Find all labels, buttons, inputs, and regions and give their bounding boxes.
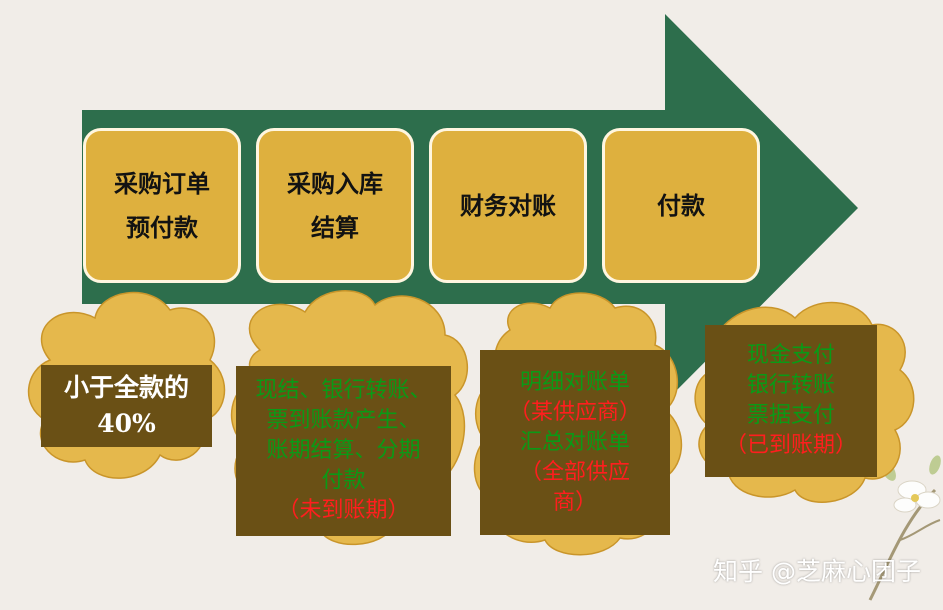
note-box-settlement: 现结、银行转账、 票到账款产生、 账期结算、分期 付款 （未到账期） bbox=[236, 366, 451, 536]
note-box-statements: 明细对账单 （某供应商） 汇总对账单 （全部供应 商） bbox=[480, 350, 670, 535]
watermark-text: 知乎 @芝麻心团子 bbox=[713, 557, 921, 586]
note-line: 小于全款的 bbox=[63, 373, 189, 402]
note-line: 汇总对账单 bbox=[519, 429, 630, 455]
note-line-highlight: （未到账期） bbox=[277, 498, 410, 523]
step-box-payment: 付款 bbox=[602, 128, 760, 283]
note-line-highlight: （全部供应 bbox=[519, 459, 630, 485]
note-line: 明细对账单 bbox=[519, 369, 630, 395]
note-line: 付款 bbox=[321, 468, 366, 493]
note-line-highlight: （已到账期） bbox=[724, 433, 857, 458]
note-box-prepayment: 小于全款的 40% bbox=[41, 365, 212, 447]
note-line: 账期结算、分期 bbox=[266, 438, 421, 463]
note-line-highlight: 商） bbox=[552, 489, 597, 515]
step-box-purchase-order: 采购订单 预付款 bbox=[83, 128, 241, 283]
note-line: 现结、银行转账、 bbox=[255, 378, 432, 403]
note-line: 票到账款产生、 bbox=[266, 408, 421, 433]
note-line: 40% bbox=[97, 409, 156, 438]
note-line: 银行转账 bbox=[746, 373, 835, 398]
note-line: 票据支付 bbox=[746, 403, 835, 428]
step-box-finance-reconciliation: 财务对账 bbox=[429, 128, 587, 283]
step-box-purchase-receipt: 采购入库 结算 bbox=[256, 128, 414, 283]
note-box-payment-methods: 现金支付 银行转账 票据支付 （已到账期） bbox=[705, 325, 877, 477]
note-line: 现金支付 bbox=[746, 343, 835, 368]
note-line-highlight: （某供应商） bbox=[508, 399, 641, 425]
